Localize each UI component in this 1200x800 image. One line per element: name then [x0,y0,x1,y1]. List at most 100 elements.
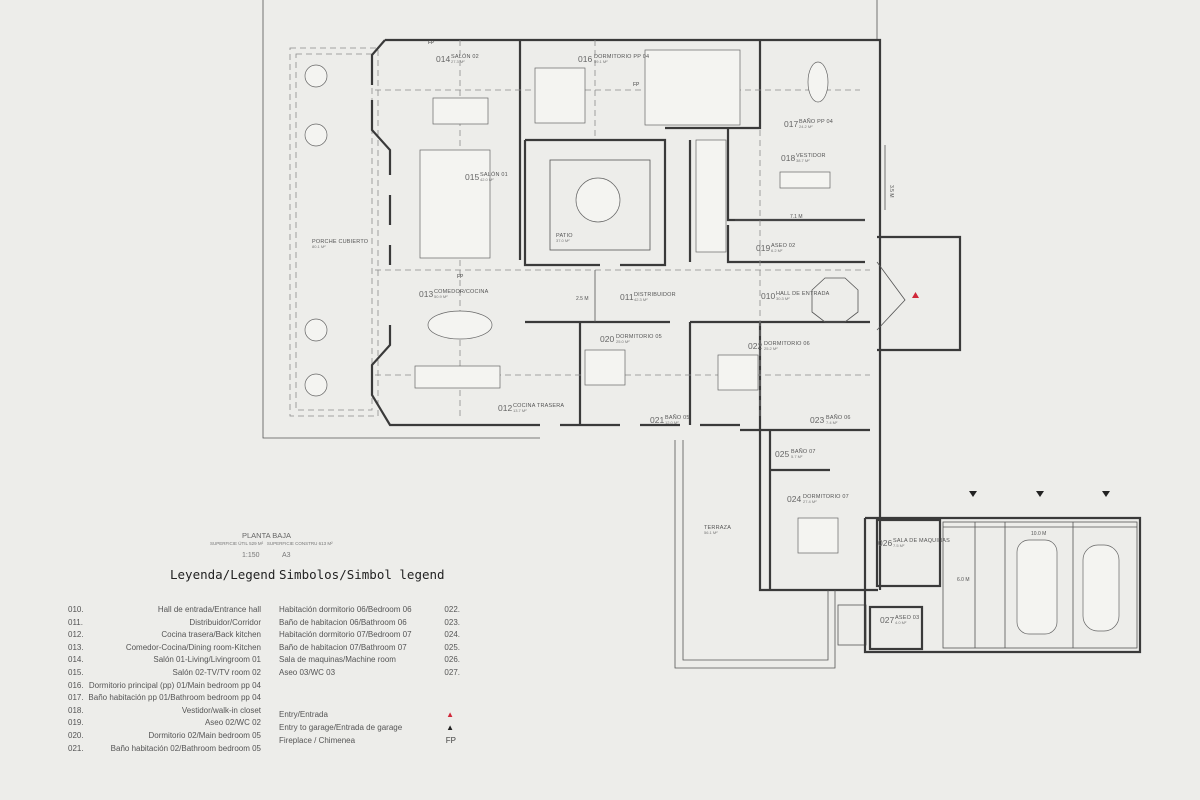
svg-text:VESTIDOR: VESTIDOR [796,153,826,159]
porch-inner-outline [295,53,373,411]
svg-text:017: 017 [784,119,798,129]
svg-text:7.4 M²: 7.4 M² [826,420,838,425]
legend-item: 016.Dormitorio principal (pp) 01/Main be… [68,680,261,690]
dimension-label: 7.1 M [790,214,803,220]
svg-text:37.0 M²: 37.0 M² [556,238,570,243]
sofa-set-icon [419,149,491,259]
svg-text:12.0 M²: 12.0 M² [665,420,679,425]
surface-useful: SUPERFICIE ÚTIL 529 M² [210,541,264,546]
garage-entry-marker-icon [1036,491,1044,497]
svg-text:38.7 M²: 38.7 M² [796,158,810,163]
svg-text:019: 019 [756,243,770,253]
plan-surface: SUPERFICIE ÚTIL 529 M² SUPERFICIE CONSTR… [210,541,333,546]
legend-title: Leyenda/Legend [170,567,276,582]
svg-text:011: 011 [620,292,634,302]
svg-text:COMEDOR/COCINA: COMEDOR/COCINA [434,289,489,295]
svg-text:COCINA TRASERA: COCINA TRASERA [513,403,564,409]
svg-text:27.4 M²: 27.4 M² [803,499,817,504]
symbol-garage-entry: Entry to garage/Entrada de garage▲ [279,723,454,732]
svg-text:DORMITORIO 06: DORMITORIO 06 [764,341,810,347]
svg-text:30.3 M²: 30.3 M² [776,296,790,301]
entrance-door[interactable] [876,261,906,331]
svg-text:024: 024 [787,494,801,504]
machine-room-wall [875,518,942,588]
dimension-label: 6.0 M [957,577,970,583]
car-suv-icon [1016,539,1058,635]
legend-item: 011.Distribuidor/Corridor [68,617,261,627]
svg-text:27.3 M²: 27.3 M² [451,59,465,64]
bed-icon [797,517,839,554]
svg-text:59.1 M²: 59.1 M² [594,59,608,64]
svg-text:HALL DE ENTRADA: HALL DE ENTRADA [776,291,830,297]
legend-item: 018.Vestidor/walk-in closet [68,705,261,715]
fireplace-label: FP [428,40,435,46]
svg-text:SALÓN 01: SALÓN 01 [480,171,508,178]
svg-text:DISTRIBUIDOR: DISTRIBUIDOR [634,292,676,298]
plan-paper: A3 [282,552,291,559]
svg-text:DORMITORIO PP 04: DORMITORIO PP 04 [594,54,649,60]
symbol-entry: Entry/Entrada▲ [279,710,454,719]
garage-bay [942,521,1138,649]
svg-text:SALÓN 02: SALÓN 02 [451,53,479,60]
wc03-wall [868,605,924,651]
terrace-outline [674,440,836,669]
svg-text:014: 014 [436,54,450,64]
svg-text:42.3 M²: 42.3 M² [634,297,648,302]
svg-text:018: 018 [781,153,795,163]
svg-text:021: 021 [650,415,664,425]
svg-text:BAÑO 05: BAÑO 05 [665,414,690,421]
svg-text:4.0 M²: 4.0 M² [895,620,907,625]
svg-text:TERRAZA: TERRAZA [704,525,731,531]
legend-item: 017.Baño habitación pp 01/Bathroom bedro… [68,693,261,703]
bed-icon [717,354,759,391]
svg-text:42.0 M²: 42.0 M² [480,177,494,182]
svg-text:13.7 M²: 13.7 M² [513,408,527,413]
svg-text:25.0 M²: 25.0 M² [616,339,630,344]
fireplace-label: FP [633,82,640,88]
svg-text:022: 022 [748,341,762,351]
svg-text:DORMITORIO 05: DORMITORIO 05 [616,334,662,340]
svg-text:016: 016 [578,54,592,64]
svg-text:012: 012 [498,403,512,413]
dimension-label: 10.0 M [1031,531,1046,537]
terrace-steps [837,604,867,646]
legend-item: 013.Comedor-Cocina/Dining room-Kitchen [68,642,261,652]
bathtub-icon [807,61,829,103]
svg-text:24.2 M²: 24.2 M² [799,124,813,129]
svg-text:026: 026 [878,538,892,548]
svg-text:ASEO 03: ASEO 03 [895,615,919,621]
svg-text:50.9 M²: 50.9 M² [434,294,448,299]
legend-item: 014.Salón 01-Living/Livingroom 01 [68,655,261,665]
kitchen-island-icon [414,365,501,389]
svg-text:7.5 M²: 7.5 M² [893,543,905,548]
svg-text:PORCHE CUBIERTO: PORCHE CUBIERTO [312,239,369,245]
legend-item: 019.Aseo 02/WC 02 [68,718,261,728]
svg-text:ASEO 02: ASEO 02 [771,243,795,249]
svg-text:80.1 M²: 80.1 M² [312,244,326,249]
legend-item: 021.Baño habitación 02/Bathroom bedroom … [68,743,261,753]
plan-title: PLANTA BAJA [242,531,292,540]
dimension-label: 2.5 M [576,296,589,302]
exterior-wall [370,38,882,592]
svg-text:015: 015 [465,172,479,182]
tree-icon [575,177,621,223]
bed-icon [584,349,626,386]
